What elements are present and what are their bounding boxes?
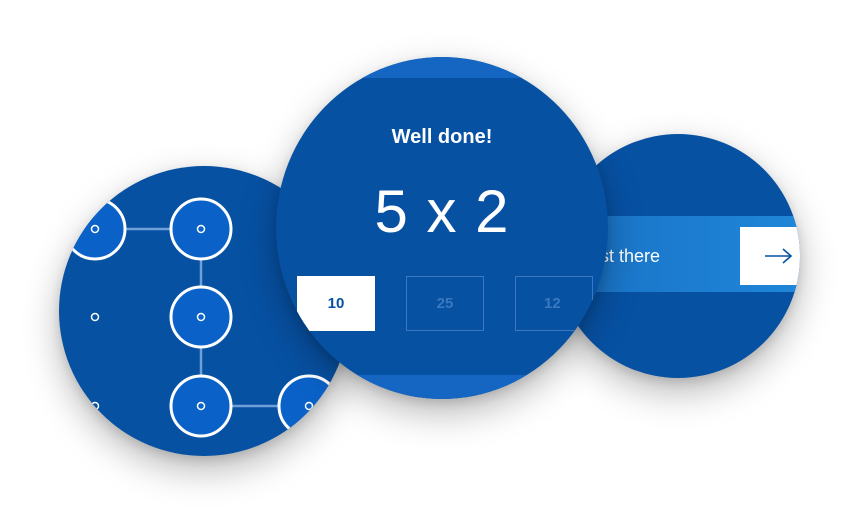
pattern-lock-grid[interactable]: [59, 166, 349, 456]
answer-option[interactable]: 12: [515, 276, 593, 331]
pattern-node-active[interactable]: [169, 285, 233, 349]
pattern-node-inactive[interactable]: [90, 401, 100, 411]
quiz-panel: Well done! 5 x 2 10 25 12: [276, 57, 608, 399]
pattern-node-active[interactable]: [63, 197, 127, 261]
answer-option[interactable]: 25: [406, 276, 484, 331]
pattern-node-active[interactable]: [169, 374, 233, 438]
pattern-node-active[interactable]: [169, 197, 233, 261]
arrow-right-icon: [765, 248, 793, 264]
quiz-title: Well done!: [391, 126, 493, 148]
pattern-node-inactive[interactable]: [90, 312, 100, 322]
next-button[interactable]: [740, 227, 800, 285]
answer-option-selected[interactable]: 10: [297, 276, 375, 331]
bottom-band: [276, 375, 608, 399]
quiz-question: 5 x 2: [374, 178, 510, 245]
top-band: [276, 57, 608, 78]
